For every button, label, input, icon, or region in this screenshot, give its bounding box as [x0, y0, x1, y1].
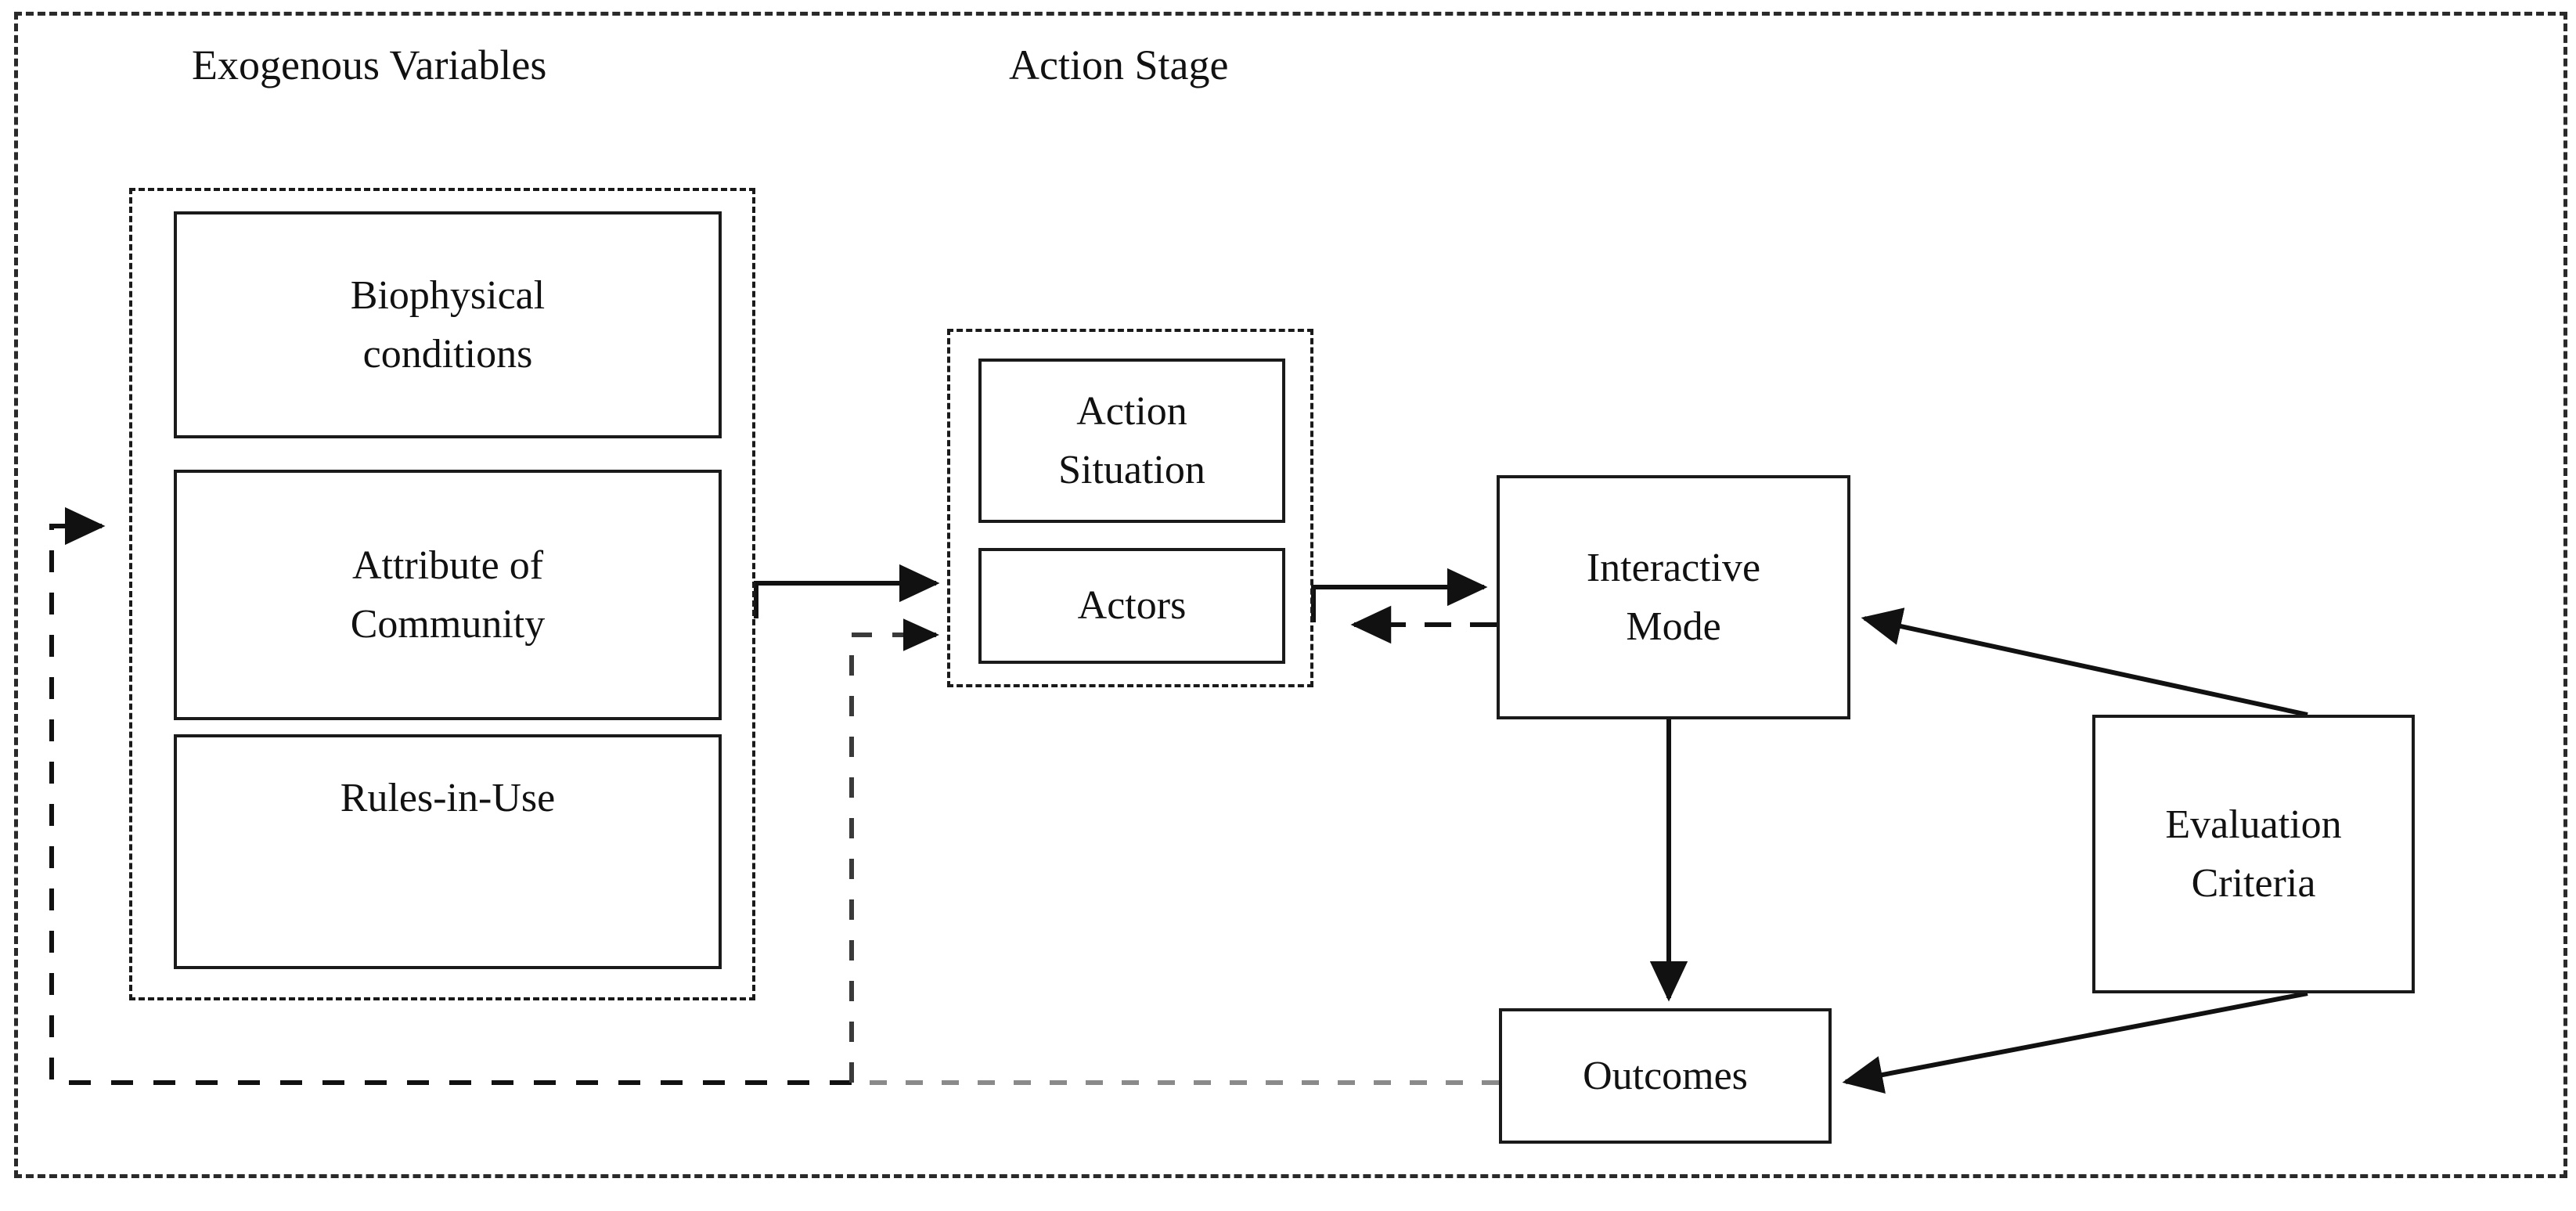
edge-evaluation-criteria-to-outcomes [1842, 991, 2308, 1094]
node-line: conditions [362, 332, 533, 377]
overall-framework-boundary [14, 12, 2567, 1178]
node-actors[interactable]: Actors [978, 548, 1285, 664]
node-line: Evaluation [2165, 802, 2342, 847]
exogenous-variables-group [129, 188, 755, 1000]
node-line: Outcomes [1583, 1053, 1748, 1098]
node-outcomes[interactable]: Outcomes [1499, 1008, 1832, 1144]
node-biophysical-conditions[interactable]: Biophysical conditions [174, 211, 722, 438]
node-line: Situation [1058, 448, 1205, 492]
node-line: Mode [1626, 604, 1721, 649]
group-title-exogenous-variables: Exogenous Variables [192, 41, 547, 88]
node-line: Rules-in-Use [340, 776, 556, 820]
node-line: Attribute of [351, 542, 544, 588]
edge-exogenous-to-action-stage [754, 564, 940, 618]
edge-action-stage-to-interactive-mode [1311, 568, 1488, 622]
node-interactive-mode[interactable]: Interactive Mode [1497, 475, 1850, 719]
edge-outcomes-to-action-stage-feedback [849, 618, 939, 1083]
node-rules-in-use[interactable]: Rules-in-Use [174, 734, 722, 969]
edge-evaluation-criteria-to-interactive-mode [1861, 607, 2308, 717]
node-line: Action [1076, 388, 1187, 434]
node-line: Community [350, 602, 546, 647]
node-attribute-of-community[interactable]: Attribute of Community [174, 470, 722, 720]
action-stage-group [947, 329, 1313, 687]
node-line: Interactive [1586, 545, 1761, 590]
node-action-situation[interactable]: Action Situation [978, 359, 1285, 523]
group-title-action-stage: Action Stage [1009, 41, 1229, 88]
node-line: Biophysical [350, 272, 546, 318]
edge-outcomes-to-exogenous-feedback [49, 506, 1499, 1085]
node-line: Criteria [2191, 861, 2316, 906]
node-line: Actors [1077, 583, 1187, 629]
node-evaluation-criteria[interactable]: Evaluation Criteria [2092, 715, 2415, 993]
